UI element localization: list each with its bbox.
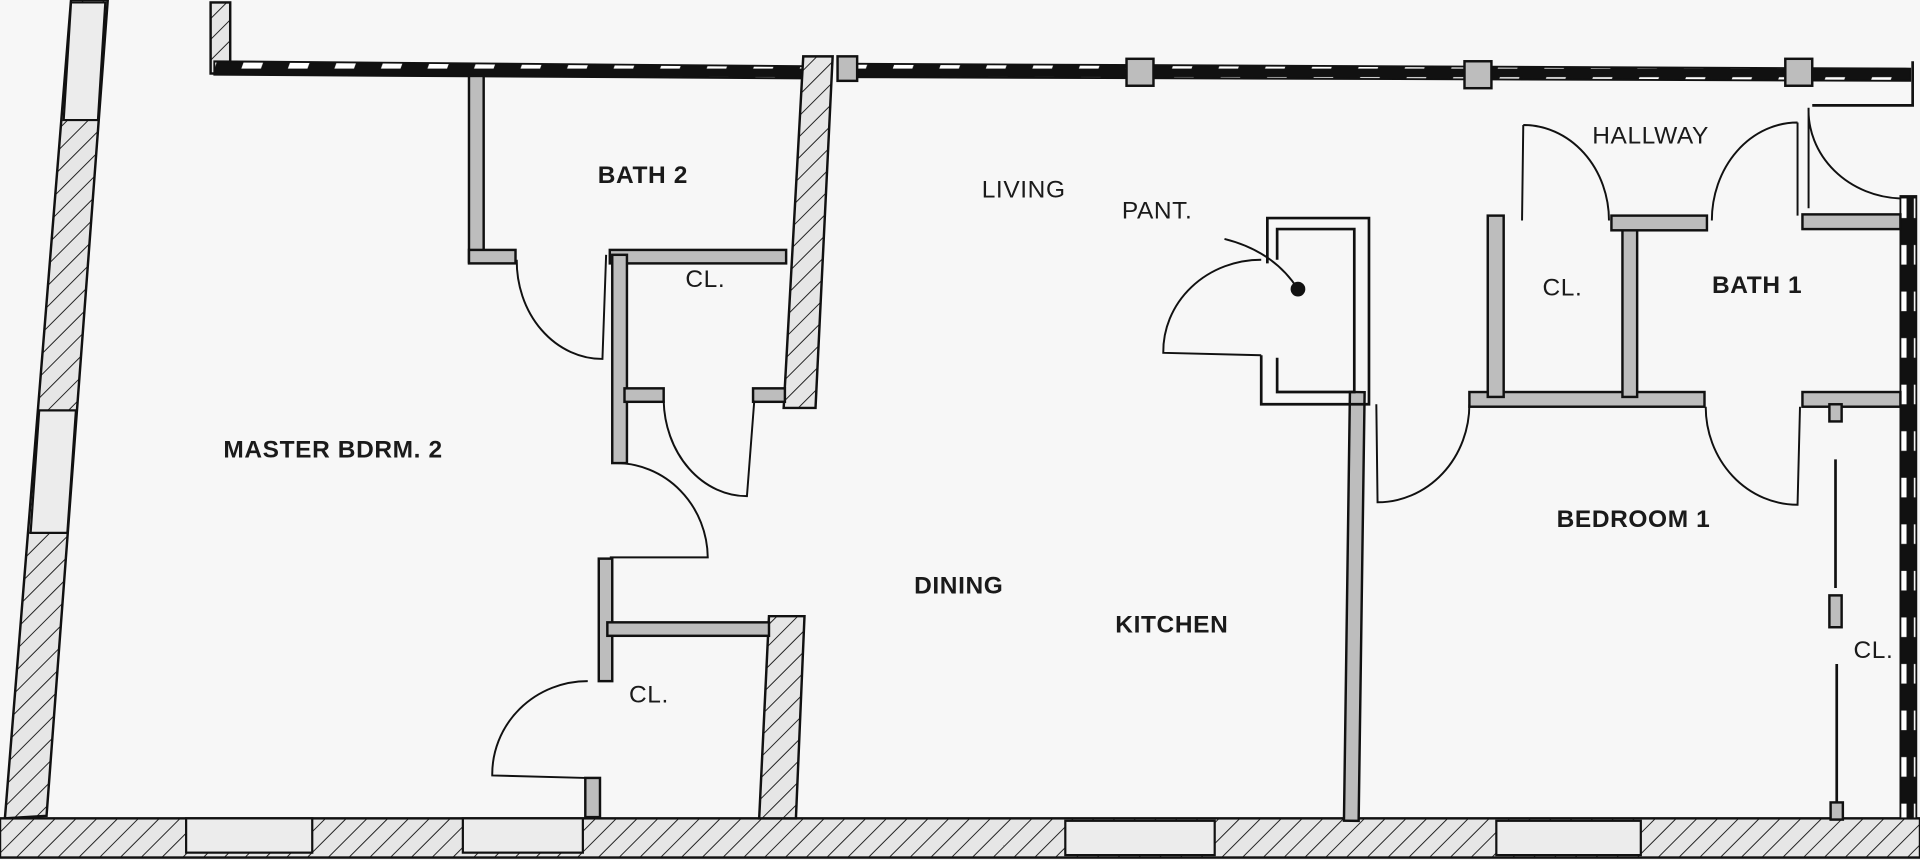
- window-left-mid: [29, 409, 78, 535]
- bath1-wall: [1621, 219, 1639, 399]
- label-pantry: PANT.: [1122, 197, 1193, 224]
- bath1-wall: [1801, 213, 1902, 231]
- label-closet-bedroom1: CL.: [1853, 637, 1893, 664]
- left-wall: [3, 0, 109, 820]
- pantry-wall-outer: [1259, 216, 1371, 406]
- column: [1463, 60, 1493, 90]
- label-living: LIVING: [982, 177, 1066, 204]
- door-bath2[interactable]: [515, 254, 608, 360]
- label-kitchen: KITCHEN: [1115, 611, 1228, 638]
- door-master[interactable]: [609, 462, 709, 559]
- column: [836, 55, 859, 83]
- pantry-leader: [1224, 237, 1299, 290]
- label-master-bedroom: MASTER BDRM. 2: [223, 436, 442, 463]
- label-closet-master: CL.: [629, 681, 669, 708]
- bath2-wall: [467, 248, 517, 265]
- window-bottom-4: [1495, 819, 1642, 857]
- door-bedroom1[interactable]: [1375, 404, 1471, 504]
- label-closet-bath2: CL.: [685, 266, 725, 293]
- room-labels: MASTER BDRM. 2 BATH 2 CL. CL. LIVING PAN…: [223, 123, 1893, 709]
- master-wall: [597, 557, 614, 683]
- closet-wall: [608, 248, 788, 265]
- label-bath1: BATH 1: [1712, 272, 1802, 299]
- door-entry[interactable]: [1807, 107, 1901, 209]
- window-bottom-1: [185, 817, 314, 854]
- dining-hatched-wall: [757, 614, 806, 820]
- door-master-closet[interactable]: [491, 680, 588, 779]
- right-wall: [1899, 195, 1918, 820]
- interior-walls: [467, 74, 1902, 823]
- bedroom-wall: [1801, 390, 1902, 408]
- top-right-corner: [1812, 61, 1914, 107]
- window-bottom-2: [461, 817, 584, 854]
- kitchen-wall: [1342, 390, 1366, 823]
- door-pantry[interactable]: [1162, 258, 1262, 357]
- door-closet[interactable]: [662, 400, 756, 498]
- closet-jamb: [1828, 403, 1843, 423]
- doors: [491, 107, 1901, 779]
- label-bath2: BATH 2: [598, 162, 688, 189]
- door-hall-closet[interactable]: [1521, 123, 1610, 221]
- closet-wall: [623, 387, 665, 404]
- window-left-top: [62, 1, 107, 122]
- pantry-dot: [1290, 281, 1306, 297]
- bath1-wall: [1610, 214, 1709, 232]
- closet-wall: [611, 253, 629, 465]
- label-hallway: HALLWAY: [1592, 123, 1709, 150]
- closet-wall: [751, 387, 787, 404]
- closet-jamb: [1828, 594, 1843, 629]
- bedroom-wall: [1468, 390, 1706, 408]
- bath2-wall: [467, 74, 485, 264]
- hall-closet-wall: [1486, 214, 1505, 399]
- label-closet-hall: CL.: [1542, 275, 1582, 302]
- column: [1784, 57, 1814, 87]
- label-bedroom1: BEDROOM 1: [1557, 506, 1711, 533]
- column: [1125, 57, 1155, 87]
- living-hatched-wall: [782, 55, 834, 410]
- label-dining: DINING: [914, 572, 1003, 599]
- pantry-wall-inner: [1275, 227, 1356, 394]
- master-wall: [584, 776, 602, 819]
- closet-wall: [606, 621, 771, 638]
- door-bath1[interactable]: [1710, 121, 1799, 221]
- door-bedroom-closet[interactable]: [1704, 406, 1801, 506]
- closet-jamb: [1829, 801, 1845, 821]
- window-bottom-3: [1064, 819, 1216, 857]
